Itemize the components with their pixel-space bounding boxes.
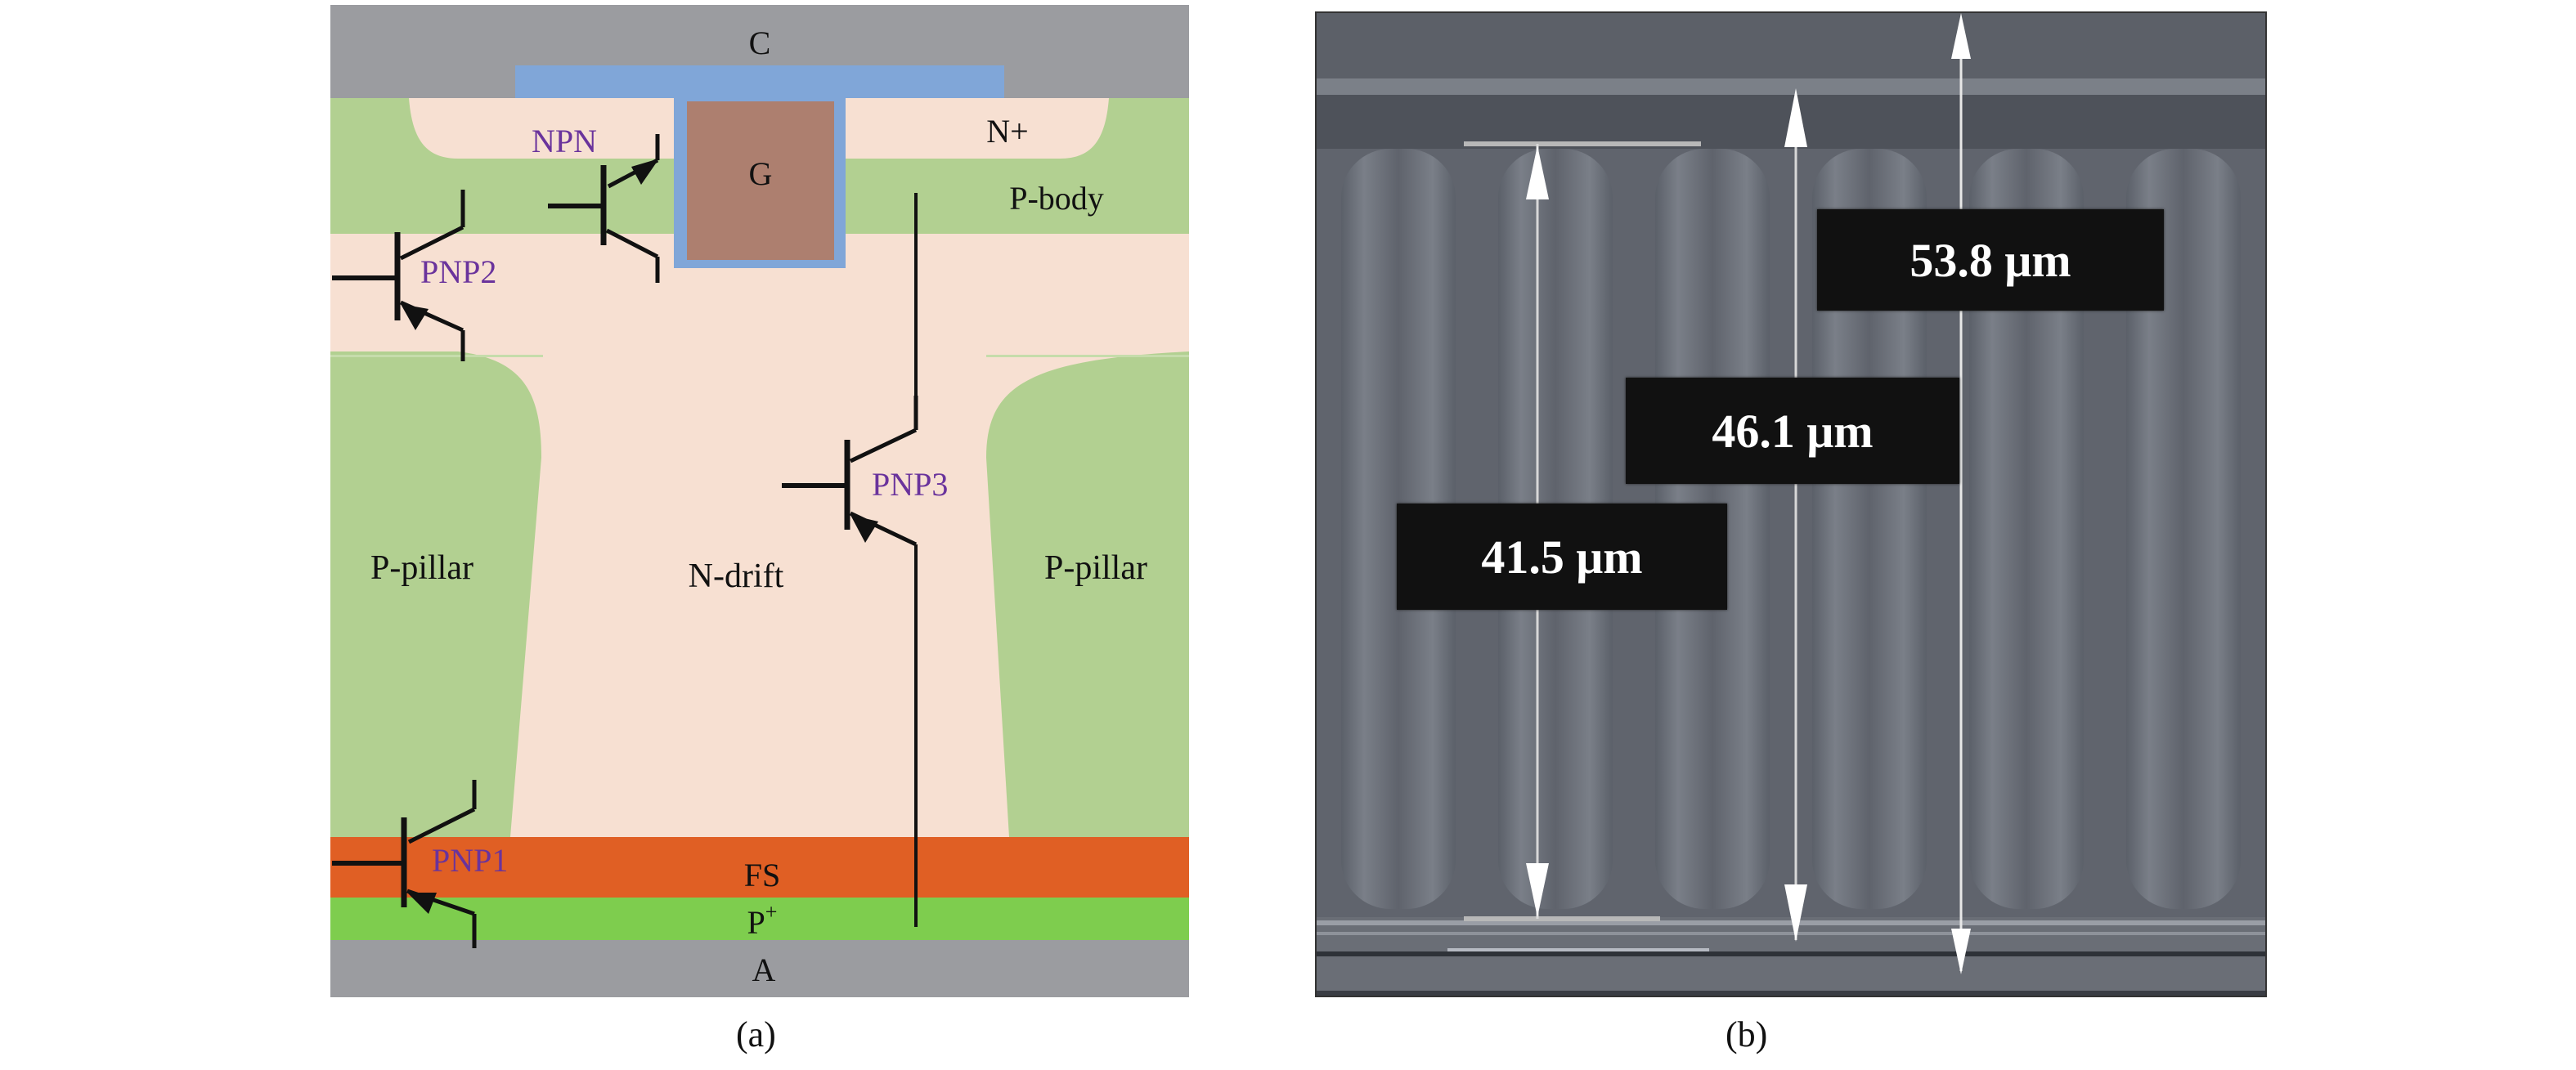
measurement-arrow-53-8 bbox=[1951, 13, 1971, 974]
pnp2-label: PNP2 bbox=[420, 253, 496, 290]
npn-label: NPN bbox=[532, 123, 597, 159]
anode-label: A bbox=[752, 951, 776, 988]
pnp1-emitter-arrow-icon bbox=[407, 893, 437, 914]
npn-transistor-symbol bbox=[548, 134, 660, 283]
sem-texture bbox=[1317, 13, 2265, 996]
gate-poly bbox=[687, 101, 834, 260]
measurement-arrow-46-1 bbox=[1784, 88, 1807, 942]
anode-metal bbox=[330, 940, 1189, 997]
measurement-label-41-5: 41.5 μm bbox=[1397, 504, 1727, 610]
panel-b-caption: (b) bbox=[1726, 1014, 1768, 1054]
pnp3-emitter-arrow-icon bbox=[850, 515, 878, 543]
collector-label: C bbox=[749, 25, 771, 61]
pillar-separator bbox=[986, 355, 1189, 357]
arrow-down-icon bbox=[1951, 929, 1971, 974]
pnp1-label: PNP1 bbox=[432, 842, 508, 879]
pnp2-emitter-arrow-icon bbox=[401, 304, 429, 330]
n-plus-right bbox=[846, 98, 1109, 159]
pnp1-transistor-symbol bbox=[332, 780, 477, 948]
n-plus-left bbox=[409, 98, 674, 159]
pnp3-transistor-symbol bbox=[782, 193, 918, 927]
sem-top-layer bbox=[1317, 13, 2265, 78]
p-pillar-right-label: P-pillar bbox=[1044, 549, 1147, 587]
oxide-bar bbox=[515, 65, 1004, 98]
arrow-up-icon bbox=[1784, 88, 1807, 147]
arrow-down-icon bbox=[1526, 863, 1549, 917]
pillar-separator bbox=[330, 355, 543, 357]
n-drift-label: N-drift bbox=[689, 557, 784, 595]
n-plus-label: N+ bbox=[986, 113, 1028, 150]
n-drift-region bbox=[330, 351, 1189, 837]
measurement-label-53-8: 53.8 μm bbox=[1817, 209, 2164, 311]
measurement-label-46-1: 46.1 μm bbox=[1626, 378, 1959, 484]
arrow-up-icon bbox=[1951, 13, 1971, 59]
p-plus-superscript: + bbox=[765, 900, 778, 924]
arrow-down-icon bbox=[1784, 884, 1807, 942]
pnp2-transistor-symbol bbox=[332, 190, 465, 361]
sem-substrate bbox=[1317, 917, 2265, 996]
field-stop-label: FS bbox=[744, 857, 781, 893]
panel-a-caption: (a) bbox=[736, 1014, 776, 1054]
p-body-label: P-body bbox=[1009, 180, 1104, 217]
p-pillar-left-label: P-pillar bbox=[370, 549, 473, 587]
gate-label: G bbox=[749, 155, 773, 192]
pnp3-label: PNP3 bbox=[872, 466, 948, 503]
npn-emitter-arrow-icon bbox=[631, 159, 659, 185]
field-stop-layer bbox=[330, 837, 1189, 898]
arrow-up-icon bbox=[1526, 146, 1549, 199]
sem-cross-section-image: 53.8 μm 46.1 μm 41.5 μm bbox=[1315, 11, 2267, 997]
p-plus-label: P+ bbox=[747, 900, 778, 941]
